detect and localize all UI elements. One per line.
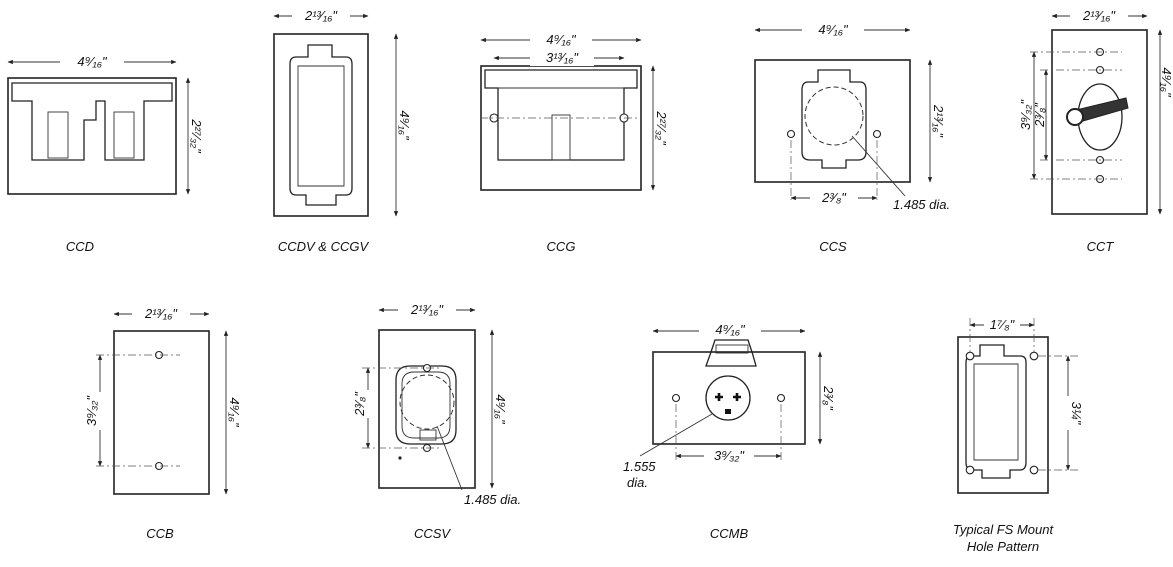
width-label: 1⁷⁄₈" bbox=[990, 317, 1016, 332]
mount-hole-bottom-right bbox=[1029, 465, 1039, 475]
diameter-leader bbox=[639, 413, 713, 457]
spacing-inner-label: 2³⁄₈" bbox=[1032, 102, 1047, 128]
diameter-leader bbox=[436, 425, 463, 491]
mount-hole-top-right bbox=[1029, 351, 1039, 361]
cover-plate bbox=[7, 77, 177, 195]
width-label: 4⁹⁄₁₆" bbox=[546, 32, 577, 47]
diagram-ccg: 4⁹⁄₁₆" 3¹³⁄₁₆" 2²⁷⁄₃₂" CCG bbox=[480, 30, 669, 254]
diagram-caption: CCS bbox=[819, 239, 847, 254]
diameter-label-line1: 1.555 bbox=[623, 459, 656, 474]
inner-width-label: 3¹³⁄₁₆" bbox=[546, 50, 579, 65]
cover-plate bbox=[378, 329, 476, 489]
diagram-caption: CCB bbox=[146, 526, 174, 541]
width-label: 4⁹⁄₁₆" bbox=[818, 22, 849, 37]
door-hinge-right bbox=[113, 111, 135, 159]
receptacle-opening bbox=[804, 86, 864, 146]
height-label: 4⁹⁄₁₆" bbox=[397, 110, 412, 141]
diagram-fs-mount-pattern: 1⁷⁄₈" 3¼" Typical FS Mount Hole Pattern bbox=[953, 315, 1084, 554]
hinge-tab bbox=[419, 429, 437, 441]
width-label: 2¹³⁄₁₆" bbox=[410, 302, 444, 317]
diagram-cct: 2¹³⁄₁₆" 3⁹⁄₃₂" 2³⁄₈" 4⁹⁄₁₆" CCT bbox=[1018, 6, 1173, 254]
diagram-caption: CCT bbox=[1087, 239, 1115, 254]
receptacle-cover-outline bbox=[395, 365, 457, 445]
height-label: 4⁹⁄₁₆" bbox=[493, 394, 508, 425]
mount-hole-bottom-left bbox=[965, 465, 975, 475]
gfci-cover-cutout bbox=[484, 69, 638, 161]
diagram-caption: CCD bbox=[66, 239, 94, 254]
mount-hole-left bbox=[786, 129, 796, 139]
spacing-outer-label: 3⁹⁄₃₂" bbox=[1018, 99, 1033, 130]
vertical-door-cutout bbox=[289, 44, 353, 206]
diameter-label: 1.485 dia. bbox=[464, 492, 521, 507]
spacing-label: 2³⁄₈" bbox=[352, 391, 367, 417]
diagram-caption: CCDV & CCGV bbox=[278, 239, 370, 254]
diagram-ccsv: 2¹³⁄₁₆" 2³⁄₈" 4⁹⁄₁₆" 1.485 dia. CCSV bbox=[352, 300, 521, 541]
diagram-caption: CCSV bbox=[414, 526, 451, 541]
cover-plate bbox=[273, 33, 369, 217]
height-label: 2²⁷⁄₃₂" bbox=[189, 118, 204, 154]
diagram-caption-line1: Typical FS Mount bbox=[953, 522, 1055, 537]
diameter-label-line2: dia. bbox=[627, 475, 648, 490]
mount-hole-top-left bbox=[965, 351, 975, 361]
vertical-door-cutout bbox=[965, 344, 1027, 479]
width-label: 2¹³⁄₁₆" bbox=[1082, 8, 1116, 23]
spacing-label: 3⁹⁄₃₂" bbox=[84, 395, 99, 426]
diagram-ccb: 2¹³⁄₁₆" 3⁹⁄₃₂" 4⁹⁄₁₆" CCB bbox=[84, 304, 242, 541]
mount-hole-right bbox=[872, 129, 882, 139]
receptacle-slots bbox=[715, 393, 741, 401]
receptacle-cover-outline bbox=[801, 69, 867, 169]
height-label: 2³⁄₈" bbox=[821, 385, 836, 411]
receptacle-face bbox=[705, 375, 751, 421]
width-label: 4⁹⁄₁₆" bbox=[77, 54, 108, 69]
spacing-label: 2³⁄₈" bbox=[821, 190, 847, 205]
diameter-leader bbox=[851, 135, 906, 197]
door-hinge-left bbox=[47, 111, 69, 159]
lever-pivot bbox=[1066, 108, 1084, 126]
mark-dot bbox=[398, 456, 402, 460]
height-label: 4⁹⁄₁₆" bbox=[1159, 67, 1173, 98]
diagram-ccdv-ccgv: 2¹³⁄₁₆" 4⁹⁄₁₆" CCDV & CCGV bbox=[273, 6, 412, 254]
height-label: 2¹³⁄₁₆" bbox=[931, 104, 946, 138]
duplex-outlet-cutout bbox=[11, 82, 173, 161]
height-label: 2²⁷⁄₃₂" bbox=[654, 110, 669, 146]
diameter-label: 1.485 dia. bbox=[893, 197, 950, 212]
height-label: 4⁹⁄₁₆" bbox=[227, 397, 242, 428]
width-label: 2¹³⁄₁₆" bbox=[144, 306, 178, 321]
spacing-label: 3⁹⁄₃₂" bbox=[714, 448, 745, 463]
width-label: 4⁹⁄₁₆" bbox=[715, 322, 746, 337]
cover-plate bbox=[754, 59, 911, 183]
mount-hole-right bbox=[776, 393, 786, 403]
diagram-caption-line2: Hole Pattern bbox=[967, 539, 1039, 554]
diagram-ccmb: 4⁹⁄₁₆" 2³⁄₈" 3⁹⁄₃₂" 1.555 dia. CCMB bbox=[623, 320, 836, 541]
door-inner-outline bbox=[297, 65, 345, 187]
diagram-caption: CCMB bbox=[710, 526, 749, 541]
cover-plate bbox=[1051, 29, 1148, 215]
mount-hole-left bbox=[671, 393, 681, 403]
diagram-ccd: 4⁹⁄₁₆" 2²⁷⁄₃₂" CCD bbox=[7, 52, 204, 254]
lift-cover-top bbox=[705, 339, 757, 367]
width-label: 2¹³⁄₁₆" bbox=[304, 8, 338, 23]
cover-plate bbox=[480, 65, 642, 191]
diagram-caption: CCG bbox=[547, 239, 576, 254]
diagram-ccs: 4⁹⁄₁₆" 2¹³⁄₁₆" 2³⁄₈" 1.485 dia. CCS bbox=[754, 20, 950, 254]
hinge-tab bbox=[551, 114, 571, 161]
height-label: 3¼" bbox=[1069, 402, 1084, 426]
receptacle-opening bbox=[399, 374, 455, 430]
